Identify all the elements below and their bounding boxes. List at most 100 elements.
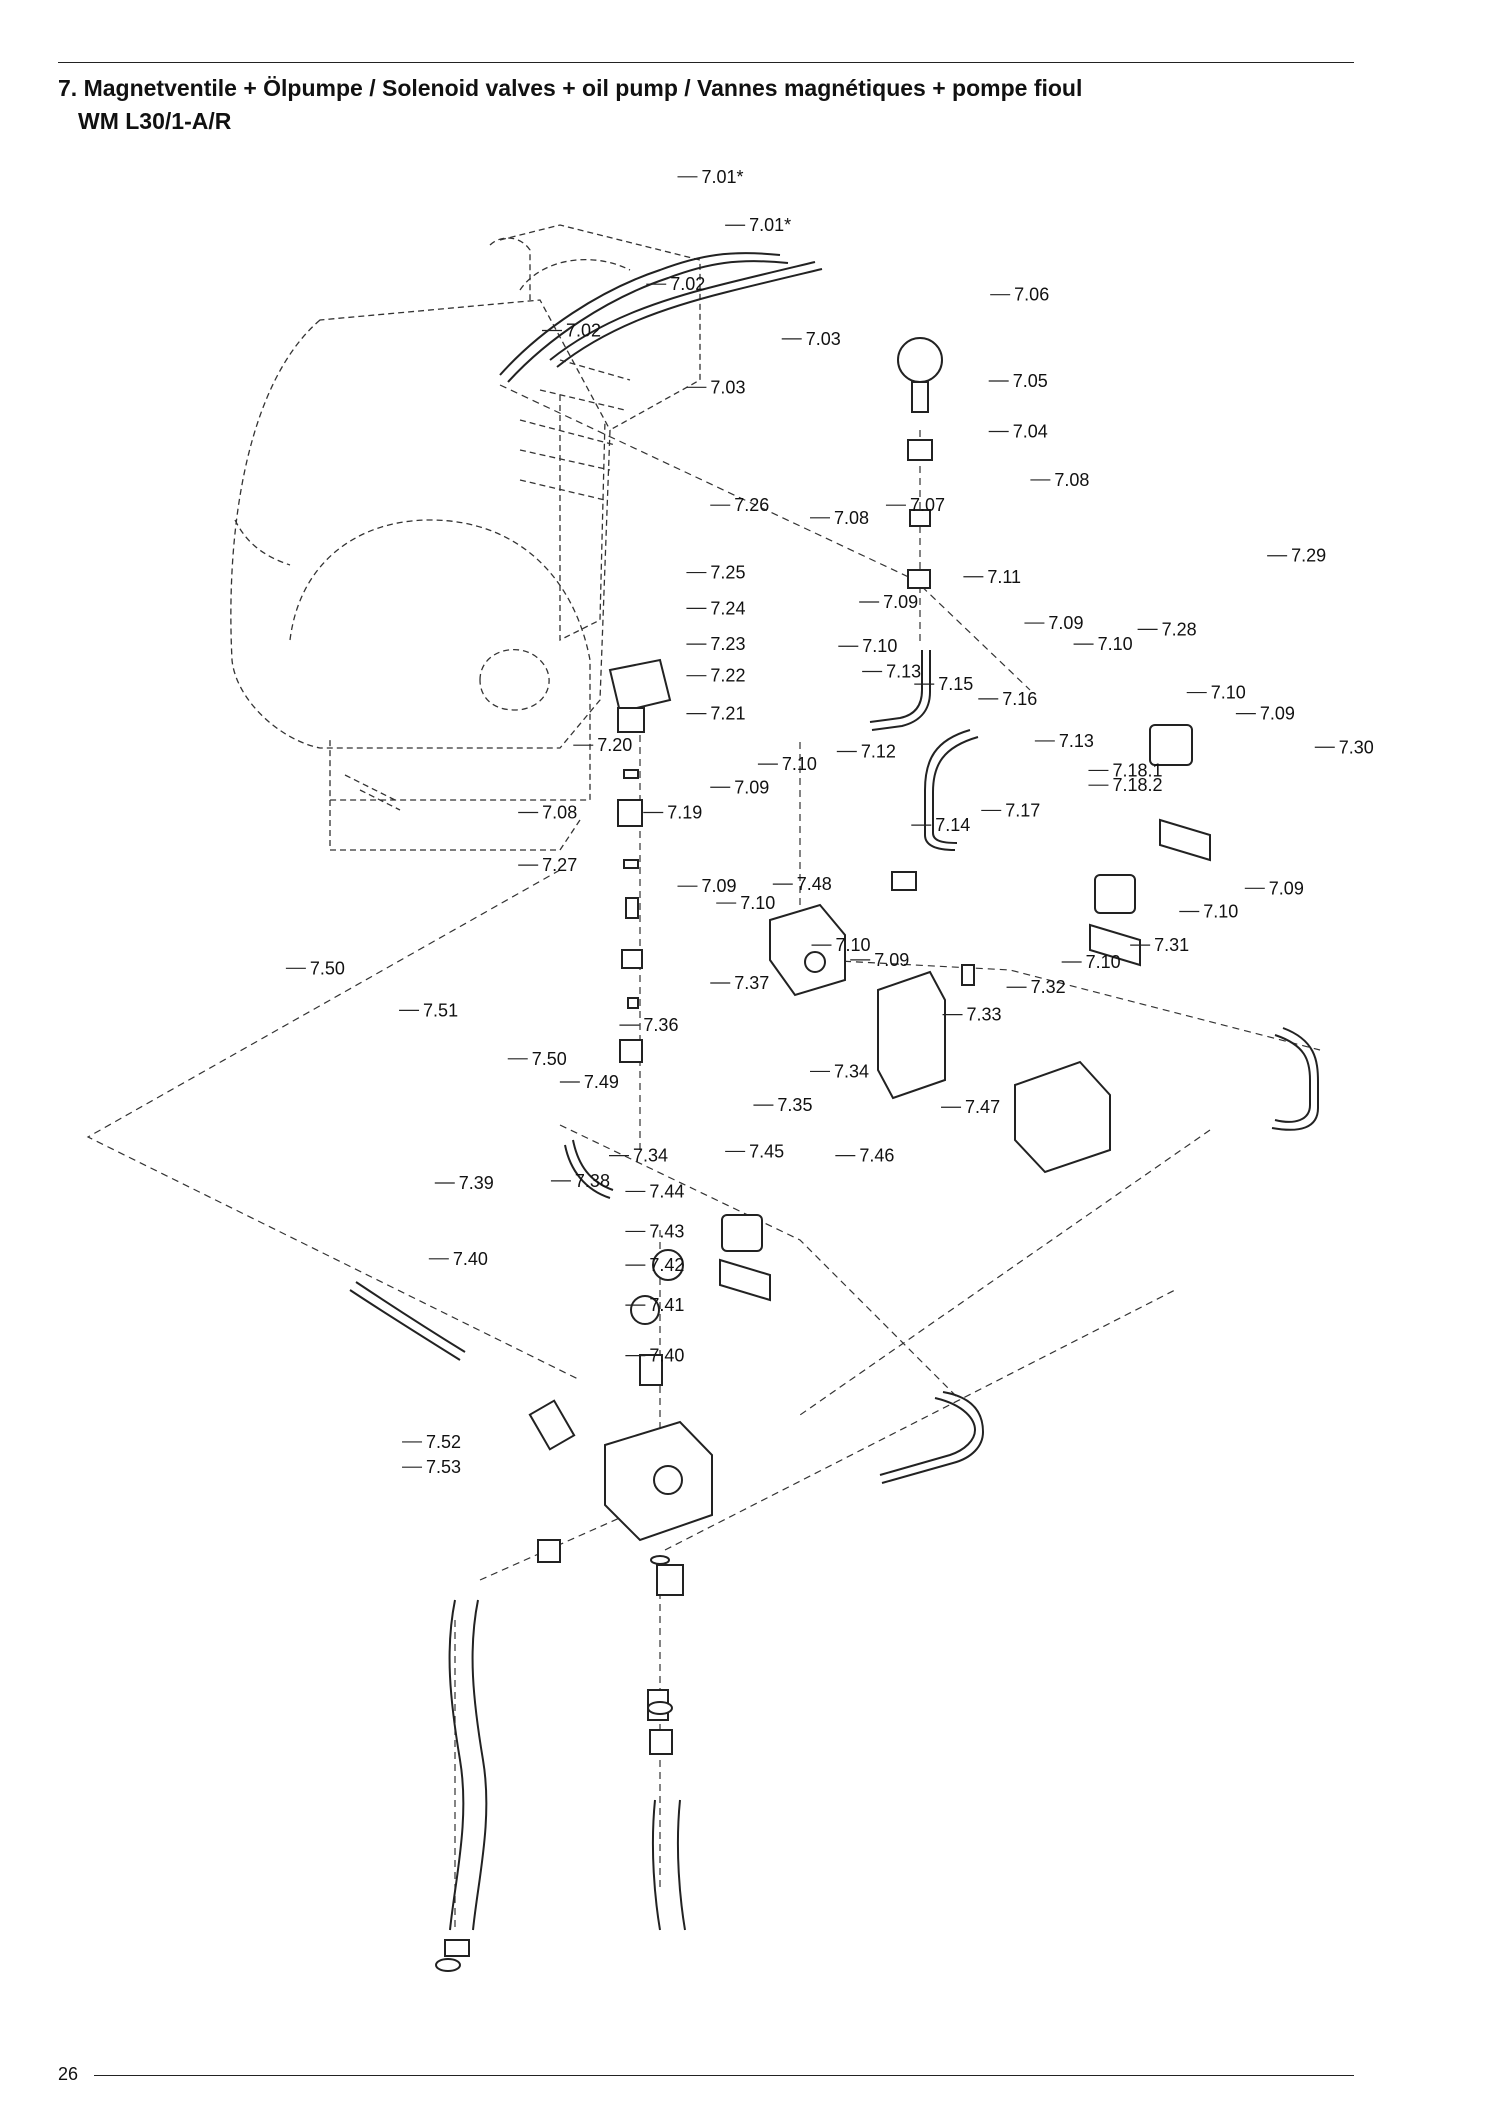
part-number-label: 7.13 bbox=[1059, 731, 1094, 751]
part-callout: 7.06 bbox=[990, 285, 1049, 305]
part-number-label: 7.46 bbox=[859, 1146, 894, 1166]
part-callout: 7.04 bbox=[988, 422, 1048, 442]
part-number-label: 7.02 bbox=[566, 320, 601, 340]
oil-pump-main bbox=[528, 1249, 713, 1596]
part-number-label: 7.23 bbox=[710, 634, 745, 654]
part-number-label: 7.43 bbox=[649, 1221, 684, 1241]
part-callout: 7.41 bbox=[625, 1295, 684, 1315]
part-callout: 7.08 bbox=[518, 803, 577, 823]
part-callout: 7.09 bbox=[850, 950, 909, 970]
part-number-label: 7.09 bbox=[734, 777, 769, 797]
part-callout: 7.09 bbox=[1244, 878, 1304, 898]
part-callout: 7.39 bbox=[434, 1173, 494, 1193]
part-callout: 7.53 bbox=[402, 1457, 461, 1477]
part-callout: 7.43 bbox=[625, 1221, 684, 1241]
part-number-label: 7.24 bbox=[710, 598, 745, 618]
part-number-label: 7.39 bbox=[459, 1173, 494, 1193]
part-number-label: 7.27 bbox=[542, 855, 577, 875]
part-number-label: 7.48 bbox=[797, 874, 832, 894]
part-callout: 7.10 bbox=[1186, 683, 1246, 703]
part-number-label: 7.21 bbox=[710, 704, 745, 724]
part-callout: 7.29 bbox=[1267, 546, 1326, 566]
part-number-label: 7.34 bbox=[633, 1146, 668, 1166]
part-callout: 7.02 bbox=[646, 274, 705, 294]
part-callout: 7.08 bbox=[810, 508, 869, 528]
part-number-label: 7.18.1 bbox=[1112, 760, 1162, 780]
part-number-label: 7.33 bbox=[967, 1005, 1002, 1025]
part-callout: 7.23 bbox=[686, 634, 745, 654]
part-callout: 7.09 bbox=[1024, 613, 1083, 633]
burner-housing-outline bbox=[230, 224, 701, 851]
part-number-label: 7.40 bbox=[453, 1249, 488, 1269]
part-callout: 7.40 bbox=[428, 1249, 488, 1269]
part-callout: 7.10 bbox=[1179, 901, 1238, 921]
part-number-label: 7.37 bbox=[734, 973, 769, 993]
part-number-label: 7.08 bbox=[1054, 470, 1089, 490]
part-number-label: 7.13 bbox=[886, 661, 921, 681]
part-callout: 7.07 bbox=[885, 495, 945, 515]
part-number-label: 7.22 bbox=[710, 666, 745, 686]
hose-fittings bbox=[435, 1555, 673, 1972]
part-number-label: 7.35 bbox=[777, 1095, 812, 1115]
part-callout: 7.05 bbox=[988, 371, 1048, 391]
part-callout: 7.15 bbox=[914, 674, 973, 694]
part-number-label: 7.08 bbox=[542, 803, 577, 823]
part-number-label: 7.10 bbox=[1203, 901, 1238, 921]
part-number-label: 7.10 bbox=[836, 935, 871, 955]
part-callout: 7.16 bbox=[978, 689, 1037, 709]
part-callout: 7.31 bbox=[1130, 935, 1189, 955]
part-number-label: 7.15 bbox=[938, 674, 973, 694]
part-callout: 7.28 bbox=[1137, 619, 1197, 639]
part-number-label: 7.28 bbox=[1162, 619, 1197, 639]
part-callout: 7.34 bbox=[810, 1061, 869, 1081]
part-callout: 7.26 bbox=[710, 495, 769, 515]
part-number-label: 7.10 bbox=[740, 893, 775, 913]
part-callout: 7.10 bbox=[838, 636, 897, 656]
flexible-hoses bbox=[448, 1599, 686, 1931]
part-number-label: 7.08 bbox=[834, 508, 869, 528]
part-callout: 7.51 bbox=[399, 1000, 458, 1020]
part-callout: 7.40 bbox=[625, 1346, 684, 1366]
part-callout: 7.03 bbox=[686, 377, 745, 397]
part-number-label: 7.47 bbox=[965, 1097, 1000, 1117]
part-number-label: 7.50 bbox=[532, 1049, 567, 1069]
part-number-label: 7.01* bbox=[749, 215, 791, 235]
part-callout: 7.10 bbox=[716, 893, 775, 913]
part-number-label: 7.30 bbox=[1339, 737, 1374, 757]
part-number-label: 7.10 bbox=[862, 636, 897, 656]
part-callout: 7.27 bbox=[518, 855, 577, 875]
part-number-label: 7.26 bbox=[734, 495, 769, 515]
part-callout: 7.20 bbox=[573, 735, 632, 755]
part-number-label: 7.07 bbox=[910, 495, 945, 515]
part-number-label: 7.52 bbox=[426, 1432, 461, 1452]
part-callout: 7.13 bbox=[862, 661, 921, 681]
part-number-label: 7.09 bbox=[701, 876, 736, 896]
part-number-label: 7.10 bbox=[1098, 634, 1133, 654]
part-callout: 7.47 bbox=[941, 1097, 1000, 1117]
part-callout: 7.52 bbox=[402, 1432, 461, 1452]
part-callout: 7.12 bbox=[836, 741, 896, 761]
part-number-label: 7.51 bbox=[423, 1000, 458, 1020]
part-number-label: 7.45 bbox=[749, 1141, 784, 1161]
oil-hose-pair bbox=[499, 252, 823, 383]
part-number-label: 7.17 bbox=[1005, 800, 1040, 820]
part-number-label: 7.44 bbox=[649, 1181, 684, 1201]
part-callout: 7.50 bbox=[285, 958, 345, 978]
part-callout: 7.33 bbox=[942, 1005, 1002, 1025]
part-number-label: 7.10 bbox=[782, 754, 817, 774]
part-callout: 7.09 bbox=[1235, 704, 1295, 724]
part-number-label: 7.40 bbox=[649, 1346, 684, 1366]
part-number-label: 7.34 bbox=[834, 1061, 869, 1081]
part-callout: 7.34 bbox=[609, 1146, 668, 1166]
part-number-label: 7.53 bbox=[426, 1457, 461, 1477]
part-callout: 7.37 bbox=[710, 973, 769, 993]
part-number-label: 7.18.2 bbox=[1112, 775, 1162, 795]
part-number-label: 7.09 bbox=[883, 592, 918, 612]
part-callout: 7.49 bbox=[559, 1072, 619, 1092]
assembly-lines bbox=[86, 384, 1321, 1930]
pressure-gauge-top bbox=[897, 337, 943, 589]
part-callout: 7.10 bbox=[1061, 952, 1121, 972]
heading-line-2: WM L30/1-A/R bbox=[78, 108, 232, 134]
part-callout: 7.30 bbox=[1314, 737, 1374, 757]
